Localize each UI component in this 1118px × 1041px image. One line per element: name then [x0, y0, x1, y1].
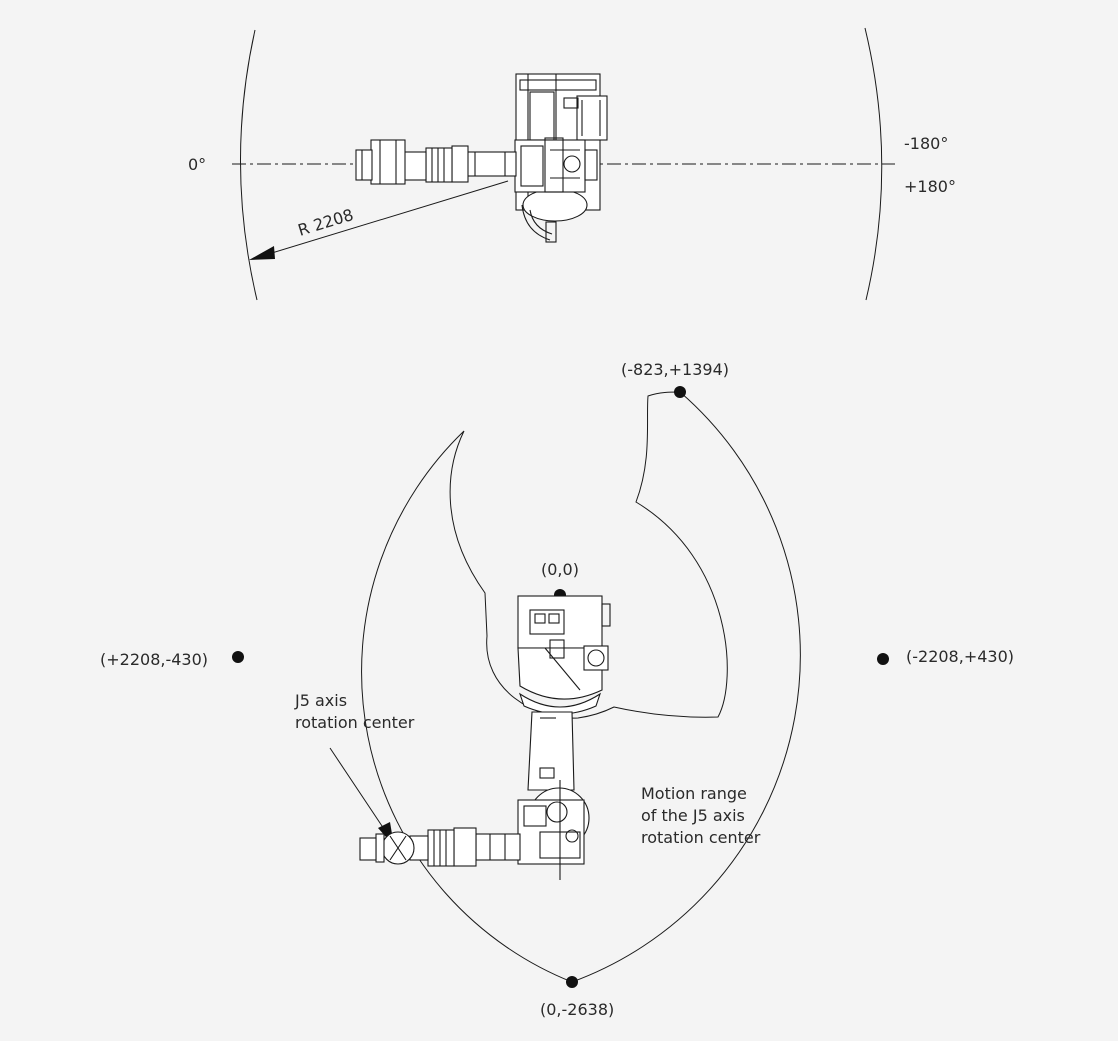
range-label-line2: of the J5 axis: [641, 806, 745, 825]
angle-neg-label: -180°: [904, 134, 948, 153]
lower-motor: [522, 188, 588, 222]
upper-arm: [465, 151, 517, 177]
bottom-view: (-823,+1394) (0,0) (+2208,-430) (-2208,+…: [100, 360, 1014, 1019]
motion-range-outline: [361, 391, 801, 983]
j5-label-line1: J5 axis: [294, 691, 347, 710]
angle-pos-label: +180°: [904, 177, 956, 196]
gear-section: [514, 139, 586, 193]
radius-leader-line: [261, 180, 509, 257]
radius-arrowhead: [249, 246, 275, 260]
point-bottom-label: (0,-2638): [540, 1000, 614, 1019]
point-origin-label: (0,0): [541, 560, 579, 579]
rotary-housing: [517, 647, 603, 700]
point-left-label: (+2208,-430): [100, 650, 208, 669]
angle-zero-label: 0°: [188, 155, 206, 174]
right-range-arc: [864, 27, 883, 301]
robot-side-view-drawing: [359, 595, 611, 880]
range-label-line1: Motion range: [641, 784, 747, 803]
wrist-unit: [370, 139, 406, 185]
point-left: [232, 651, 244, 663]
point-bottom: [566, 976, 578, 988]
range-label-line3: rotation center: [641, 828, 761, 847]
base-block: [517, 595, 603, 649]
j5-leader-line: [329, 747, 387, 833]
point-right-label: (-2208,+430): [906, 647, 1014, 666]
flange: [355, 149, 373, 181]
end-flange: [359, 837, 377, 861]
j5-label-line2: rotation center: [295, 713, 415, 732]
upper-arm-side: [475, 833, 521, 861]
radius-label: R 2208: [296, 205, 356, 240]
point-top: [674, 386, 686, 398]
point-top-label: (-823,+1394): [621, 360, 729, 379]
left-range-arc: [239, 29, 258, 301]
top-view: R 2208 0° -180° +180°: [188, 27, 956, 301]
point-right: [877, 653, 889, 665]
robot-top-view-drawing: [355, 73, 608, 243]
